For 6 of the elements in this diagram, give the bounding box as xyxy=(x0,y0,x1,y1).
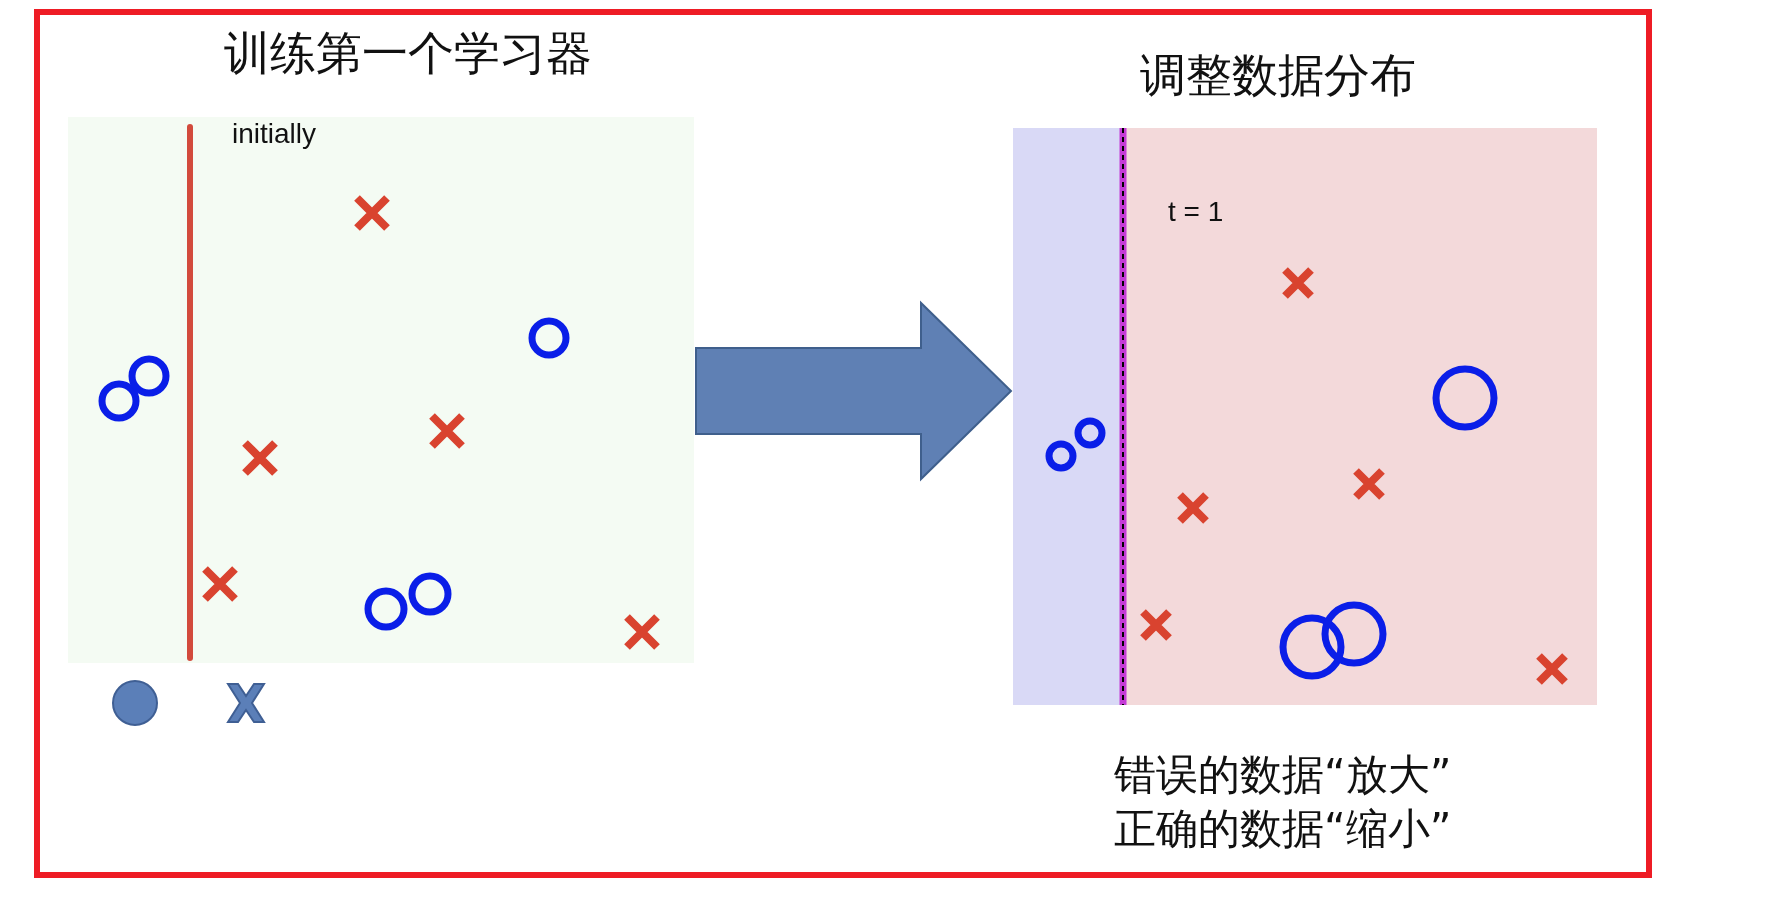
node-label: 错误的数据“放大”正确的数据“缩小” xyxy=(1114,749,1452,855)
panel-title: 训练第一个学习器 xyxy=(224,30,592,76)
panel-title: 调整数据分布 xyxy=(1140,52,1416,98)
panel-label: initially xyxy=(232,120,317,148)
panel-label: t = 1 xyxy=(1168,198,1224,226)
block-arrow xyxy=(695,300,1013,482)
